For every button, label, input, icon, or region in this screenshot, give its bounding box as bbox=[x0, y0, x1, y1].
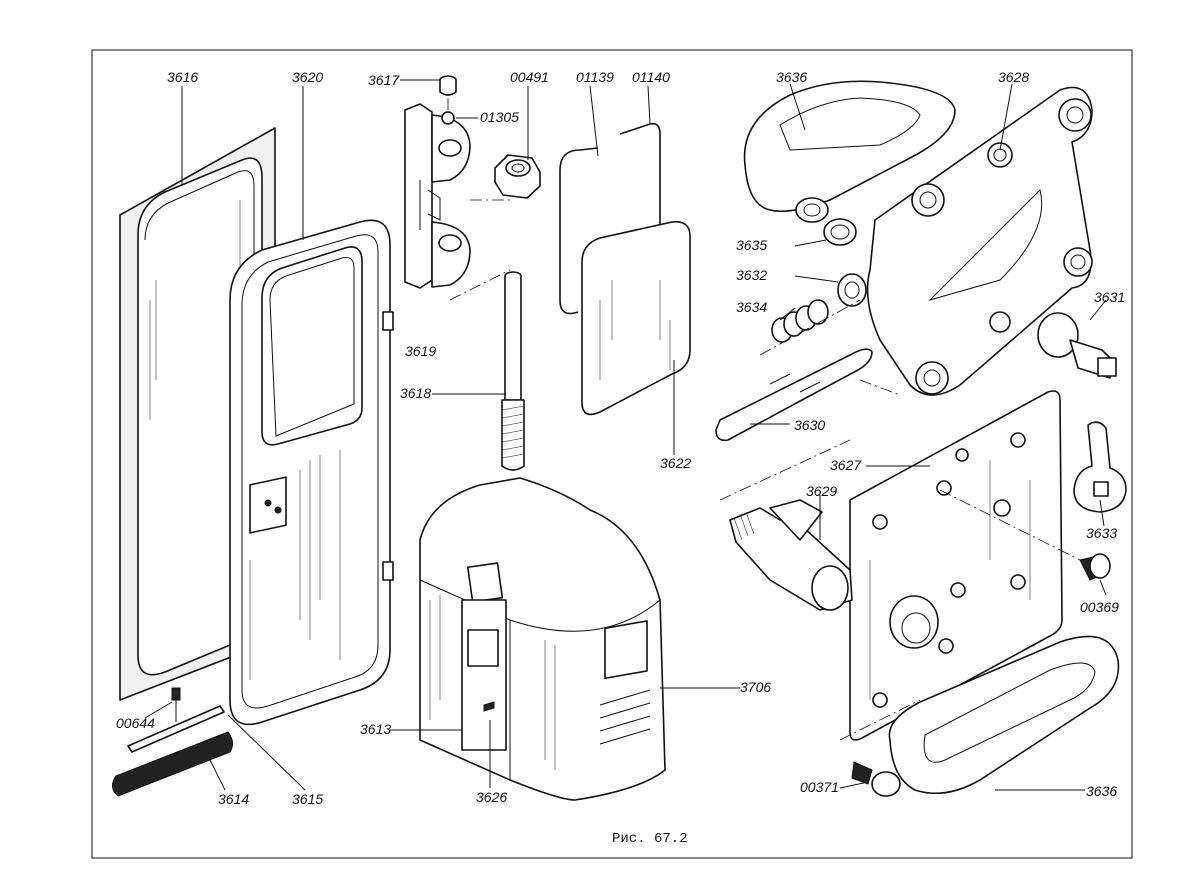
part-3636-handle-top bbox=[743, 80, 956, 223]
part-00491-nut bbox=[494, 154, 541, 199]
part-3620-door bbox=[229, 219, 394, 726]
part-3618-bolt bbox=[501, 271, 525, 471]
part-3632-bushing bbox=[837, 273, 867, 307]
label-3628: 3628 bbox=[998, 69, 1029, 85]
label-3627: 3627 bbox=[830, 457, 862, 473]
part-01139-gasket bbox=[559, 147, 599, 315]
label-3619: 3619 bbox=[405, 343, 436, 359]
label-3622: 3622 bbox=[660, 455, 691, 471]
label-01140: 01140 bbox=[632, 69, 670, 85]
label-3620: 3620 bbox=[292, 69, 323, 85]
part-3628-lever bbox=[866, 86, 1093, 396]
label-00371: 00371 bbox=[800, 779, 839, 795]
label-3614: 3614 bbox=[218, 791, 249, 807]
part-3614-seal bbox=[112, 687, 234, 797]
part-3627-plate bbox=[849, 390, 1063, 741]
label-00369: 00369 bbox=[1080, 599, 1119, 615]
part-3636-handle-bottom bbox=[888, 635, 1120, 795]
part-3629-cylinder bbox=[729, 499, 853, 611]
part-3635-washer bbox=[823, 218, 857, 246]
part-3619-hinge bbox=[404, 103, 471, 289]
figure-caption: Рис. 67.2 bbox=[612, 831, 688, 847]
label-3636-top: 3636 bbox=[776, 69, 807, 85]
part-00371-screw bbox=[851, 761, 901, 797]
part-00369-screw bbox=[1079, 553, 1111, 581]
part-3706-housing bbox=[419, 477, 666, 801]
label-3616: 3616 bbox=[167, 69, 198, 85]
label-3618: 3618 bbox=[400, 385, 431, 401]
label-01139: 01139 bbox=[576, 69, 614, 85]
assembly-lines bbox=[449, 269, 1081, 741]
label-3613: 3613 bbox=[360, 721, 391, 737]
part-3617-pin bbox=[439, 75, 457, 96]
label-3629: 3629 bbox=[806, 483, 837, 499]
label-3635: 3635 bbox=[736, 237, 767, 253]
part-3631-latch bbox=[1037, 312, 1117, 379]
label-01305: 01305 bbox=[480, 109, 519, 125]
label-3634: 3634 bbox=[736, 299, 767, 315]
part-01140-gasket bbox=[619, 122, 661, 226]
label-3706: 3706 bbox=[740, 679, 771, 695]
label-3630: 3630 bbox=[794, 417, 825, 433]
leader-lines bbox=[144, 79, 1107, 791]
part-3630-spindle bbox=[715, 348, 873, 442]
label-3617: 3617 bbox=[368, 72, 400, 88]
label-3615: 3615 bbox=[292, 791, 323, 807]
label-00644: 00644 bbox=[116, 715, 155, 731]
label-3636-bottom: 3636 bbox=[1086, 783, 1117, 799]
part-labels: 3616 3620 3617 01305 00491 01139 01140 3… bbox=[116, 69, 1125, 807]
label-3633: 3633 bbox=[1086, 525, 1117, 541]
label-3631: 3631 bbox=[1094, 289, 1125, 305]
part-01305-washer bbox=[441, 111, 455, 125]
label-3626: 3626 bbox=[476, 789, 507, 805]
part-3634-spring bbox=[771, 299, 829, 343]
part-3633-cam bbox=[1073, 421, 1127, 513]
label-3632: 3632 bbox=[736, 267, 767, 283]
drawing-frame bbox=[91, 49, 1133, 859]
part-3622-glass bbox=[581, 220, 691, 416]
label-00491: 00491 bbox=[510, 69, 549, 85]
